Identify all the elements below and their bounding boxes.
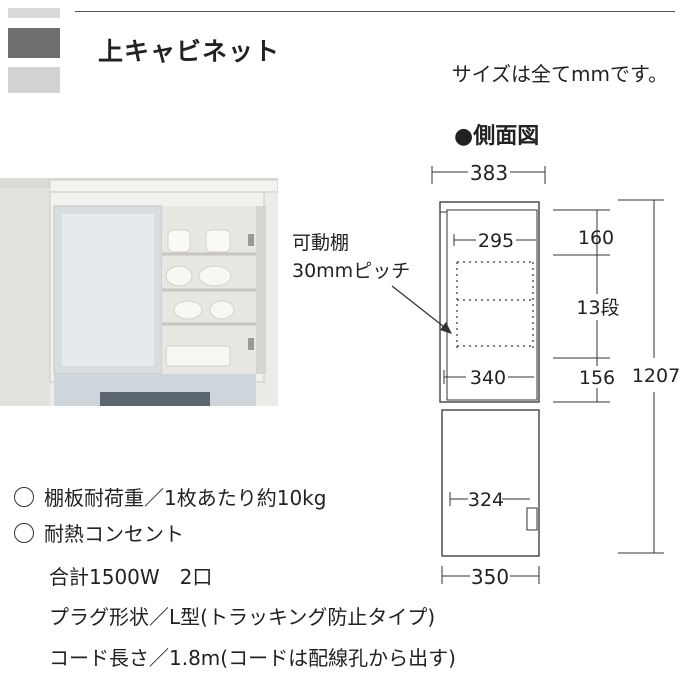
callout-pitch: 30mmピッチ (292, 260, 410, 282)
spec-plug-shape: プラグ形状／L型(トラッキング防止タイプ) (49, 605, 436, 629)
header-swatch-dark (8, 28, 60, 58)
header-swatch-light (8, 8, 60, 18)
units-note: サイズは全てmmです。 (451, 62, 668, 86)
spec-cord-length: コード長さ／1.8m(コードは配線孔から出す) (49, 646, 456, 670)
dim-bottom-gap: 156 (579, 367, 615, 389)
spec-outlet: 耐熱コンセント (14, 518, 184, 547)
cabinet-photo (0, 178, 278, 406)
side-view-drawing: 383 295 340 324 350 (285, 150, 680, 590)
dim-shelf-steps: 13段 (576, 297, 619, 319)
circle-bullet-icon (14, 523, 34, 543)
dim-lower-depth: 324 (468, 489, 504, 511)
circle-bullet-icon (14, 487, 34, 507)
header-swatch-gray (8, 67, 60, 93)
spec-outlet-total: 合計1500W 2口 (49, 565, 213, 589)
header-rule (75, 11, 675, 12)
dim-shelf-depth: 340 (470, 367, 506, 389)
dim-top-depth: 383 (470, 161, 508, 185)
side-view-label: ●側面図 (454, 124, 540, 149)
dim-top-gap: 160 (578, 227, 614, 249)
page-title: 上キャビネット (98, 37, 281, 66)
lower-cabinet-outline (441, 409, 540, 557)
dim-base-depth: 350 (471, 565, 509, 589)
spec-shelf-load: 棚板耐荷重／1枚あたり約10kg (14, 482, 326, 511)
callout-arrow-icon (440, 322, 452, 334)
callout-movable-shelf: 可動棚 (292, 232, 349, 254)
dim-inner-depth: 295 (478, 230, 514, 252)
dim-total-height: 1207 (632, 365, 680, 387)
upper-cabinet-outline (439, 201, 540, 403)
